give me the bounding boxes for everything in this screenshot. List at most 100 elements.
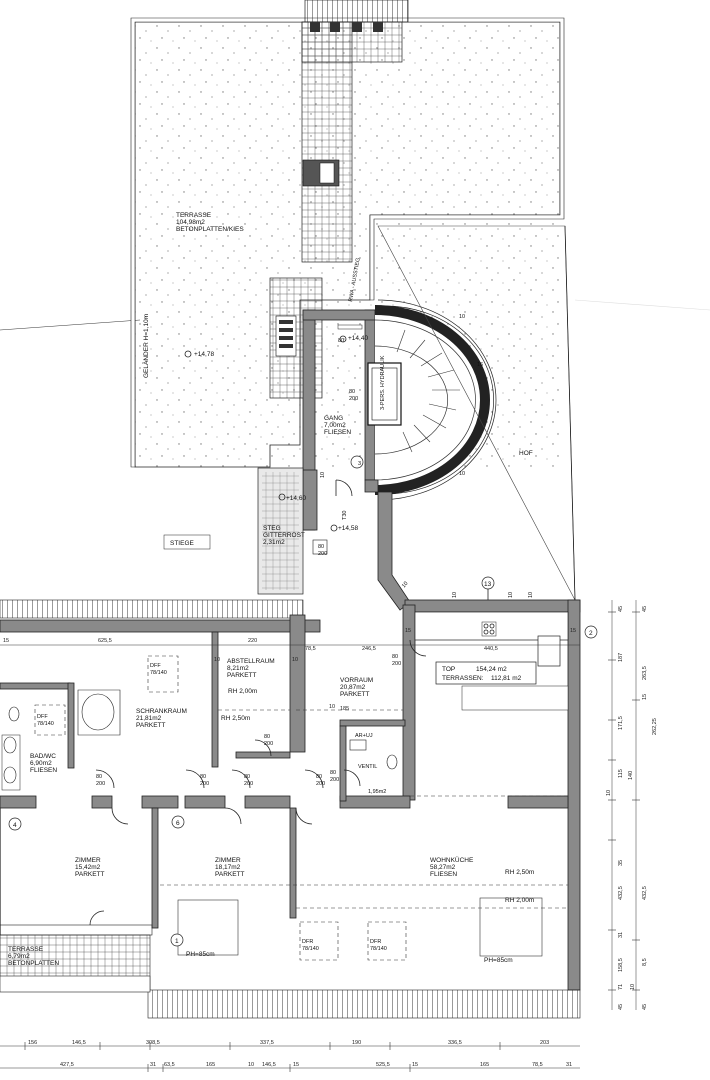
dimension-bottom — [0, 1042, 580, 1072]
stair-num-8: 10 — [320, 472, 326, 478]
dim-bot1-e: 190 — [352, 1040, 361, 1046]
dim-r2-a: 45 — [642, 606, 648, 612]
abstellraum-finish: PARKETT — [227, 672, 257, 679]
steg-area: 2,31m2 — [263, 539, 285, 546]
parapet-1: PH=85cm — [186, 951, 215, 958]
dim-bot2-h: 525,5 — [376, 1062, 390, 1068]
dim-top-l: 10 — [329, 704, 335, 710]
door-bad-w: 80 — [96, 774, 102, 780]
dim-r1-e: 10 — [606, 790, 612, 796]
gang-door-b: 200 — [349, 396, 358, 402]
terrace-top-area: 104,98m2 — [176, 219, 205, 226]
dim-bot2-f: 146,5 — [262, 1062, 276, 1068]
dim-r1-j: 158,5 — [618, 958, 624, 972]
wc-ar-label: AR+UJ — [355, 733, 373, 739]
level-marker-gang-icon — [339, 335, 347, 343]
stair-label-box — [163, 534, 211, 550]
door-z2-h: 200 — [244, 781, 253, 787]
stair-core — [257, 299, 497, 611]
wohnkueche-area: 58,27m2 — [430, 864, 456, 871]
section-markers — [8, 576, 598, 947]
dim-r2-e: 432,5 — [642, 886, 648, 900]
door-entry-w: 80 — [392, 654, 398, 660]
dim-top-d: 220 — [248, 638, 257, 644]
dim-top-f: 78,5 — [305, 646, 316, 652]
vorraum-area: 20,87m2 — [340, 684, 366, 691]
dim-r2-d: 262,25 — [652, 718, 658, 735]
door-schrank-h: 200 — [200, 781, 209, 787]
dim-top-h: 15 — [405, 628, 411, 634]
dim-r1-g: 35 — [618, 860, 624, 866]
door-abst-h: 200 — [264, 741, 273, 747]
dim-r1-a: 45 — [618, 606, 624, 612]
terrassen-label: TERRASSEN: — [442, 675, 484, 682]
door-steg-h: 200 — [318, 551, 327, 557]
terrasse-small-name: TERRASSE — [8, 946, 44, 953]
dim-top-b: 625,5 — [98, 638, 112, 644]
schrankraum-name: SCHRANKRAUM — [136, 708, 187, 715]
window3-type: DFR — [302, 939, 313, 945]
dim-r1-k: 71 — [618, 984, 624, 990]
stair-num-1: 10 — [459, 314, 465, 320]
dim-bot1-b: 146,5 — [72, 1040, 86, 1046]
window1-size: 78/140 — [150, 670, 167, 676]
dim-bot1-d: 337,5 — [260, 1040, 274, 1046]
terrace-top-name: TERRASSE — [176, 212, 212, 219]
zimmer1-finish: PARKETT — [75, 871, 105, 878]
gang-door-a: 80 — [349, 389, 355, 395]
top-label: TOP — [442, 666, 455, 673]
stair-label: STIEGE — [170, 540, 195, 547]
dim-r1-b: 187 — [618, 653, 624, 662]
gang-name: GANG — [324, 415, 343, 422]
level-steg2: +14,58 — [338, 525, 358, 532]
stair-num-5: 10 — [508, 592, 514, 598]
dimension-right — [608, 600, 640, 1010]
vorraum-finish: PARKETT — [340, 691, 370, 698]
height-kitchen-2: RH 2,00m — [505, 897, 534, 904]
wohnkueche-finish: FLIESEN — [430, 871, 457, 878]
dim-r2-h: 45 — [642, 1004, 648, 1010]
wc-area: 1,95m2 — [368, 789, 386, 795]
bad-name: BAD/WC — [30, 753, 56, 760]
wohnkueche-name: WOHNKÜCHE — [430, 856, 474, 864]
dim-bot2-j: 165 — [480, 1062, 489, 1068]
stair-num-7: 10 — [401, 581, 410, 590]
dim-top-i: 440,5 — [484, 646, 498, 652]
door-wc-w: 80 — [330, 770, 336, 776]
door-wc-h: 200 — [330, 777, 339, 783]
terrassen-area: 112,81 m2 — [491, 675, 522, 682]
level-steg: +14,60 — [286, 495, 306, 502]
dim-r1-h: 432,5 — [618, 886, 624, 900]
parapet-2: PH=85cm — [484, 957, 513, 964]
terrasse-small-finish: BETONPLATTEN — [8, 960, 59, 967]
abstellraum-name: ABSTELLRAUM — [227, 658, 275, 665]
vorraum-name: VORRAUM — [340, 677, 373, 684]
dim-bot2-l: 31 — [566, 1062, 572, 1068]
dim-bot2-d: 165 — [206, 1062, 215, 1068]
dim-r2-c: 15 — [642, 694, 648, 700]
zimmer1-name: ZIMMER — [75, 857, 101, 864]
dim-top-k: 185 — [340, 706, 349, 712]
top-area: 154,24 m2 — [476, 666, 507, 673]
stair-num-3: 10 — [459, 471, 465, 477]
window4-size: 78/140 — [370, 946, 387, 952]
level-marker-steg-icon — [278, 493, 286, 501]
level-marker-icon — [184, 350, 192, 358]
level-gang: +14,40 — [348, 335, 368, 342]
dim-r1-f: 140 — [628, 771, 634, 780]
height-kitchen-1: RH 2,50m — [505, 869, 534, 876]
marker-6: 6 — [176, 820, 180, 827]
dim-bot1-a: 156 — [28, 1040, 37, 1046]
lift-label: 3-PERS. HYDRAULIK — [380, 355, 386, 410]
dim-bot2-b: 31 — [150, 1062, 156, 1068]
height-vorraum: RH 2,50m — [221, 715, 250, 722]
dim-r1-l: 45 — [618, 1004, 624, 1010]
window1-type: DFF — [150, 663, 161, 669]
gang-area: 7,00m2 — [324, 422, 346, 429]
marker-4: 4 — [13, 822, 17, 829]
dim-top-a: 15 — [3, 638, 9, 644]
dim-r1-d: 115 — [618, 769, 624, 778]
dim-bot2-k: 78,5 — [532, 1062, 543, 1068]
zimmer2-name: ZIMMER — [215, 857, 241, 864]
